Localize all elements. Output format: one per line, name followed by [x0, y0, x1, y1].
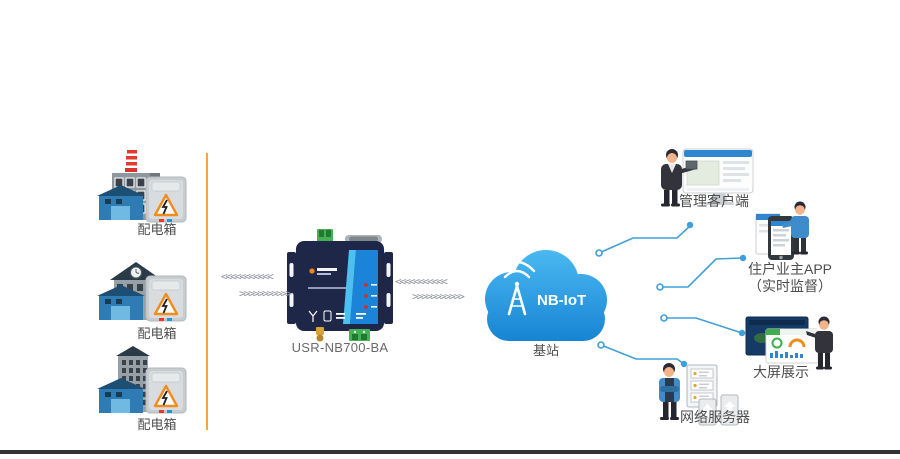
separator-line	[206, 153, 208, 430]
bottom-divider-bar	[0, 450, 900, 454]
nbiot-cloud-icon: NB-IoT	[485, 250, 607, 341]
admin-client-icon	[661, 148, 754, 207]
network-server-icon	[659, 363, 739, 426]
nb700-device-icon	[287, 229, 393, 342]
signal-wave-right-forward: >>>>>>>>>>>	[412, 290, 465, 303]
connection-lines	[595, 221, 747, 368]
label-device-model: USR-NB700-BA	[291, 340, 389, 355]
label-distribution-box-2: 配电箱	[137, 326, 177, 341]
big-screen-icon	[745, 316, 833, 370]
signal-wave-left-forward: >>>>>>>>>>>	[239, 287, 292, 300]
label-resident-app: 住户业主APP	[748, 261, 833, 277]
label-admin-client: 管理客户端	[679, 193, 749, 209]
factory-building-icon	[97, 150, 188, 224]
label-resident-app-sub: （实时监督）	[748, 278, 832, 294]
antenna-tower-icon	[498, 260, 536, 316]
power-box-icon	[144, 175, 188, 224]
label-big-screen: 大屏展示	[753, 364, 809, 380]
signal-wave-right-back: <<<<<<<<<<<	[395, 275, 448, 288]
power-box-icon	[144, 274, 188, 323]
label-distribution-box-3: 配电箱	[137, 417, 177, 432]
label-network-server: 网络服务器	[680, 409, 750, 425]
cloud-text: NB-IoT	[537, 292, 586, 309]
resident-app-icon	[755, 201, 809, 260]
label-base-station: 基站	[532, 343, 559, 358]
label-distribution-box-1: 配电箱	[137, 222, 177, 237]
highrise-building-icon	[97, 346, 188, 415]
signal-wave-left-back: <<<<<<<<<<<	[221, 270, 274, 283]
clock-tower-building-icon	[97, 262, 188, 323]
power-box-icon	[144, 366, 188, 415]
